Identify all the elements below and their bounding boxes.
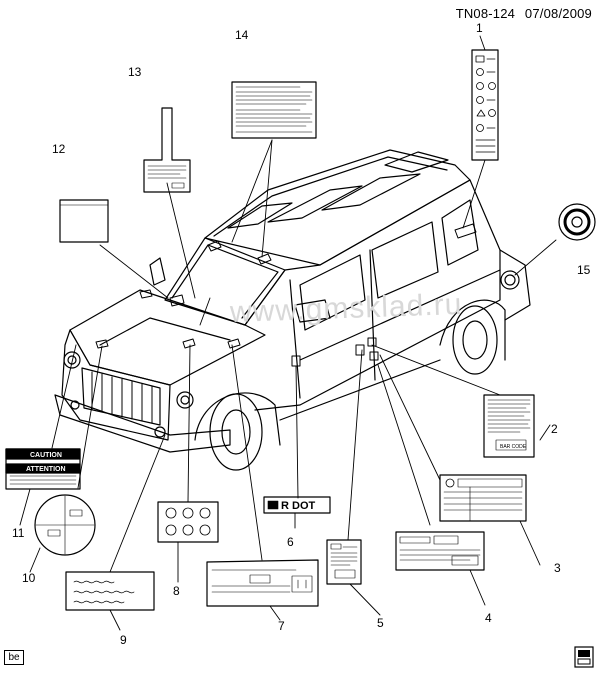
label-1	[471, 49, 499, 161]
label-5	[326, 539, 362, 585]
label-6	[263, 496, 331, 514]
callout-11: 11	[12, 526, 25, 540]
dot-text: R DOT	[281, 500, 316, 512]
bottom-tag: be	[4, 650, 24, 665]
label-4	[395, 531, 485, 571]
callout-14: 14	[235, 28, 249, 42]
diagram-header: TN08-124 07/08/2009	[450, 6, 592, 21]
callout-6: 6	[287, 535, 294, 549]
caution-text: CAUTION	[30, 452, 62, 459]
callout-10: 10	[22, 571, 36, 585]
callout-15: 15	[577, 263, 591, 277]
callout-8: 8	[173, 584, 180, 598]
diagram-code: TN08-124	[455, 6, 516, 21]
label-9	[65, 571, 155, 611]
callout-5: 5	[377, 616, 384, 630]
parts-catalog-icon	[574, 646, 594, 668]
callout-3: 3	[554, 561, 561, 575]
label-13	[143, 107, 191, 193]
callout-7: 7	[278, 619, 285, 633]
label-10	[34, 494, 96, 556]
callout-12: 12	[52, 142, 66, 156]
diagram-date: 07/08/2009	[524, 6, 592, 21]
attention-text: ATTENTION	[26, 466, 66, 473]
callout-4: 4	[485, 611, 492, 625]
callout-1: 1	[476, 21, 483, 35]
callout-2: 2	[551, 422, 558, 436]
label-12	[59, 199, 109, 243]
bar-code-text: BAR CODE	[500, 444, 527, 450]
label-14	[231, 81, 317, 139]
label-8	[157, 501, 219, 543]
label-2	[483, 394, 535, 458]
label-3	[439, 474, 527, 522]
label-15	[558, 203, 596, 241]
callout-9: 9	[120, 633, 127, 647]
label-7	[206, 559, 319, 607]
callout-13: 13	[128, 65, 142, 79]
label-11	[5, 448, 81, 490]
vehicle-outline	[54, 149, 531, 471]
